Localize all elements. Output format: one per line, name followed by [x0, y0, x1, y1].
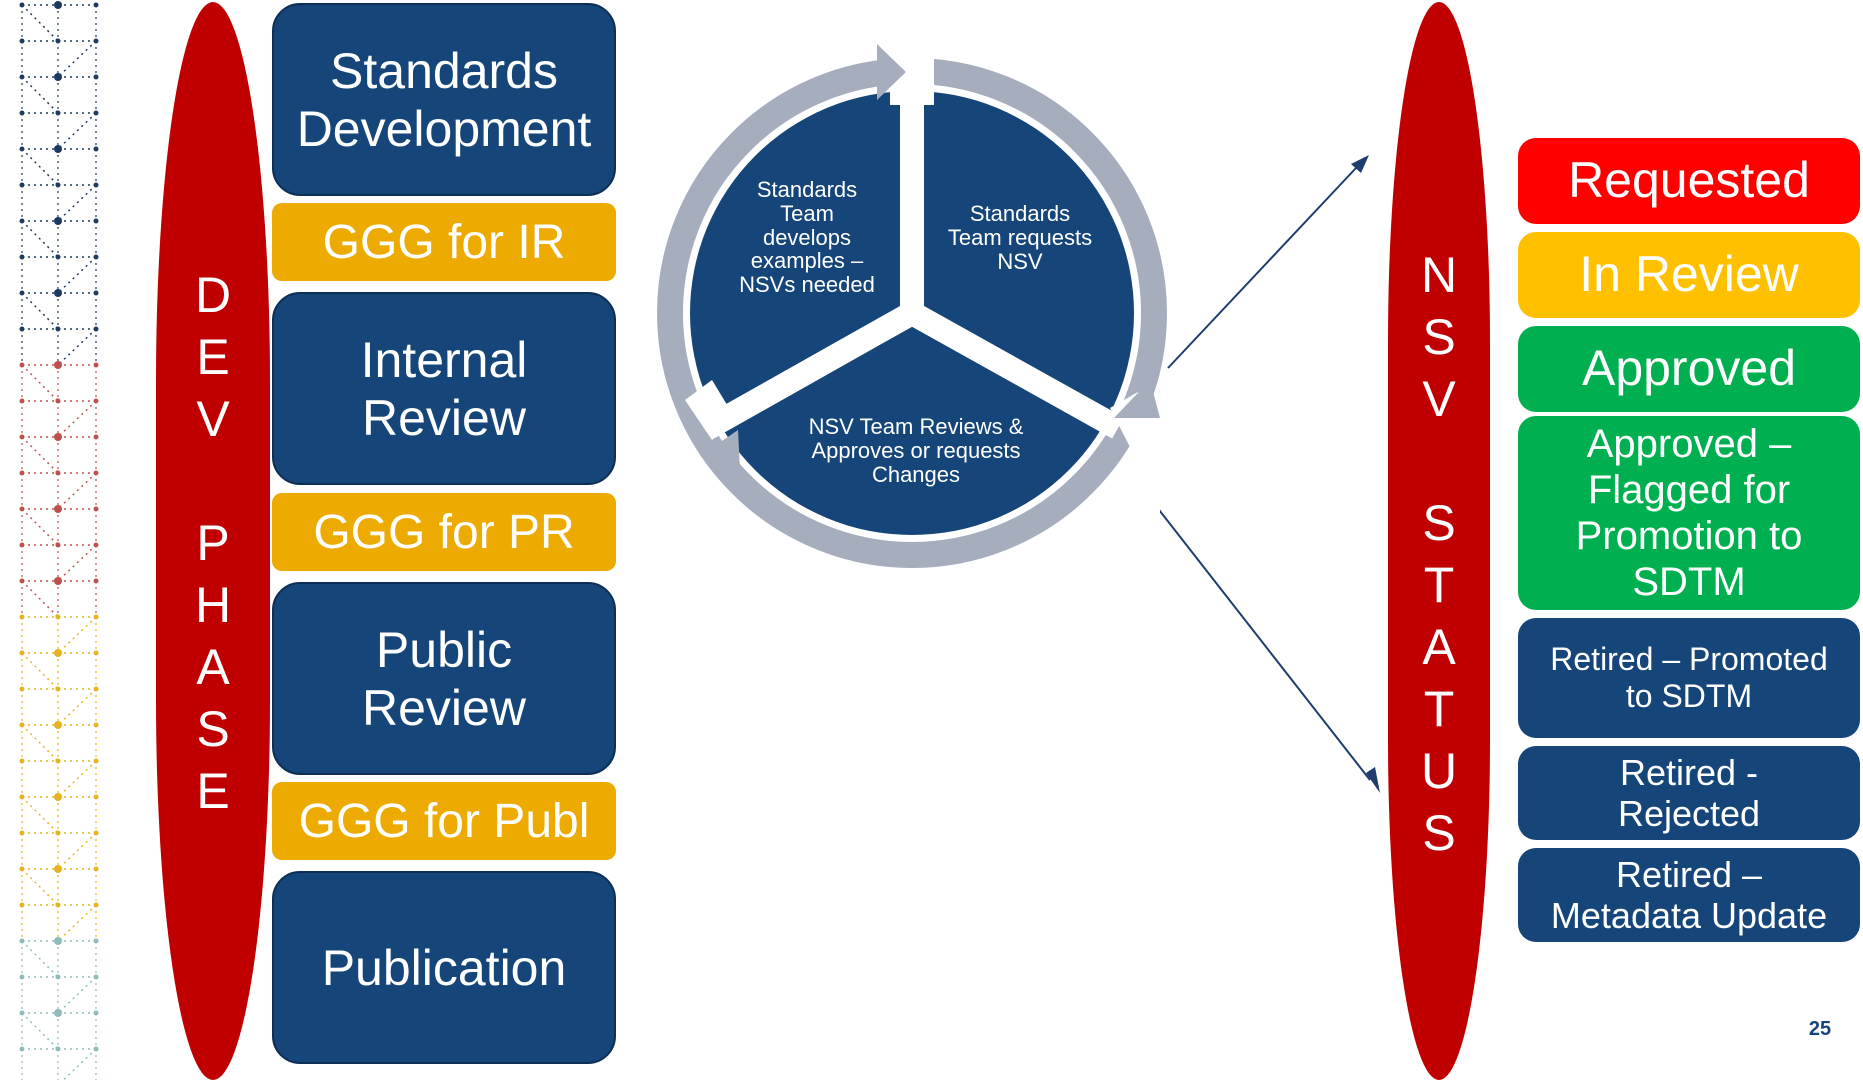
status-label: Retired – Metadata Update [1550, 853, 1828, 936]
status-retired-promoted: Retired – Promoted to SDTM [1518, 618, 1860, 738]
phase-label: Public Review [362, 621, 526, 736]
nsv-status-letter: V [1422, 371, 1456, 427]
dev-phase-letter: V [196, 391, 230, 447]
dev-phase-banner: D E V P H A S E [156, 2, 270, 1080]
gate-label: GGG for IR [322, 215, 566, 269]
nsv-status-letter: S [1422, 309, 1456, 365]
cycle-segment-requests: Standards Team requests NSV [947, 201, 1093, 274]
dev-phase-letter: P [196, 515, 230, 571]
nsv-status-letter: S [1422, 495, 1456, 551]
gate-label: GGG for Publ [298, 794, 590, 848]
phase-standards-development: Standards Development [272, 3, 616, 196]
dev-phase-letter: E [196, 329, 230, 385]
decorative-dot-pattern [19, 1, 99, 1080]
gate-ggg-for-publ: GGG for Publ [272, 782, 616, 860]
cycle-divider [702, 302, 918, 439]
dev-phase-letter: A [196, 639, 230, 695]
nsv-cycle-diagram [657, 44, 1167, 568]
status-label: Approved – Flagged for Promotion to SDTM [1575, 422, 1803, 604]
status-retired-metadata: Retired – Metadata Update [1518, 848, 1860, 942]
status-approved-flagged: Approved – Flagged for Promotion to SDTM [1518, 416, 1860, 610]
cycle-arrowhead [1114, 380, 1160, 418]
phase-internal-review: Internal Review [272, 292, 616, 485]
gate-label: GGG for PR [313, 505, 575, 559]
phase-public-review: Public Review [272, 582, 616, 775]
status-in-review: In Review [1518, 232, 1860, 318]
status-label: Requested [1568, 152, 1810, 209]
cycle-segment-develops: Standards Team develops examples – NSVs … [739, 177, 875, 297]
phase-label: Publication [321, 939, 567, 996]
cycle-arrowhead [700, 430, 740, 470]
phase-label: Standards Development [296, 42, 592, 157]
status-label: Retired – Promoted to SDTM [1550, 641, 1828, 714]
nsv-status-letter: N [1420, 247, 1458, 303]
phase-label: Internal Review [360, 331, 528, 446]
nsv-status-letter: A [1422, 619, 1456, 675]
nsv-status-banner: N S V S T A T U S [1388, 2, 1490, 1080]
nsv-status-letter: U [1420, 743, 1458, 799]
dev-phase-letter: S [196, 701, 230, 757]
status-retired-rejected: Retired - Rejected [1518, 746, 1860, 840]
phase-publication: Publication [272, 871, 616, 1064]
arrow-down-connector [1160, 509, 1371, 781]
dev-phase-letter: E [196, 763, 230, 819]
gate-ggg-for-pr: GGG for PR [272, 493, 616, 571]
status-label: Retired - Rejected [1617, 751, 1761, 834]
gate-ggg-for-ir: GGG for IR [272, 203, 616, 281]
status-approved: Approved [1518, 326, 1860, 412]
cycle-arrowhead [877, 44, 906, 100]
cycle-segment-reviews: NSV Team Reviews & Approves or requests … [808, 414, 1024, 487]
nsv-status-letter: T [1423, 681, 1455, 737]
nsv-status-letter: T [1423, 557, 1455, 613]
dev-phase-letter: D [194, 267, 232, 323]
page-number: 25 [1808, 1018, 1832, 1040]
dev-phase-letter: H [194, 577, 232, 633]
nsv-status-letter: S [1422, 805, 1456, 861]
arrow-up-connector [1167, 167, 1357, 369]
cycle-divider [906, 302, 1124, 439]
status-label: Approved [1581, 340, 1797, 397]
status-requested: Requested [1518, 138, 1860, 224]
status-label: In Review [1579, 246, 1799, 303]
connector-arrows [1160, 155, 1380, 793]
